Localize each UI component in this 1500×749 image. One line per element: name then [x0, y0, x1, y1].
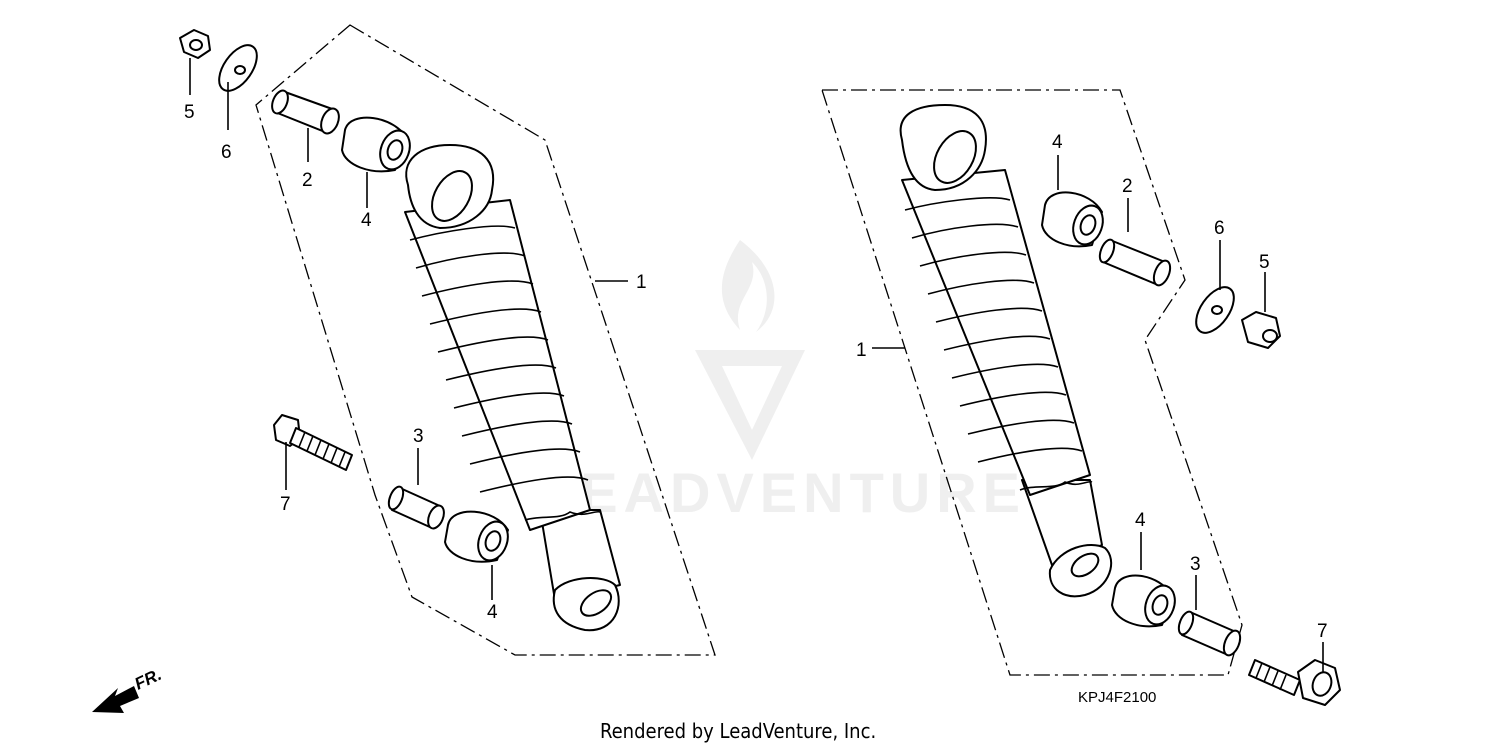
left-nut: [179, 29, 211, 59]
left-assembly: 1 2 3 4 4 5 6 7: [179, 24, 716, 656]
left-callout-6: 6: [221, 142, 232, 163]
left-bushing-lower: [444, 510, 509, 563]
right-leader-lines: [872, 155, 1324, 672]
left-callouts: 1 2 3 4 4 5 6 7: [184, 102, 647, 623]
right-callout-4-upper: 4: [1052, 132, 1063, 153]
right-washer: [1195, 286, 1235, 334]
left-callout-2: 2: [302, 170, 313, 191]
left-collar-lower: [387, 485, 445, 530]
watermark-text: LEADVENTURE: [540, 461, 1026, 524]
right-callouts: 1 2 3 4 4 5 6 7: [856, 132, 1328, 642]
right-nut: [1241, 311, 1281, 349]
watermark-logo-icon: [695, 240, 805, 460]
footer-credit: Rendered by LeadVenture, Inc.: [600, 719, 876, 743]
right-callout-1: 1: [856, 340, 867, 361]
right-callout-2: 2: [1122, 176, 1133, 197]
left-callout-7: 7: [280, 494, 291, 515]
left-bushing-upper: [341, 116, 411, 173]
right-callout-7: 7: [1317, 621, 1328, 642]
left-callout-3: 3: [413, 426, 424, 447]
left-shock-absorber: [404, 144, 621, 632]
diagram-code: KPJ4F2100: [1078, 689, 1156, 706]
front-arrow-icon: [92, 686, 139, 713]
right-callout-5: 5: [1259, 252, 1270, 273]
right-callout-4-lower: 4: [1135, 510, 1146, 531]
left-collar-upper: [271, 89, 340, 135]
right-assembly-boundary: [821, 89, 1243, 676]
left-callout-5: 5: [184, 102, 195, 123]
left-leader-lines: [189, 58, 628, 600]
left-washer: [218, 44, 258, 92]
right-shock-absorber: [899, 104, 1113, 598]
right-bushing-upper: [1041, 191, 1104, 248]
watermark: LEADVENTURE: [540, 240, 1026, 524]
left-assembly-boundary: [255, 24, 716, 656]
right-assembly: 1 2 3 4 4 5 6 7: [821, 89, 1341, 706]
right-bushing-lower: [1111, 574, 1176, 628]
left-callout-4-lower: 4: [487, 602, 498, 623]
left-spring-coils: [409, 225, 589, 493]
right-callout-3: 3: [1190, 554, 1201, 575]
front-direction-label: FR.: [132, 665, 165, 694]
left-bolt: [273, 414, 353, 471]
right-callout-6: 6: [1214, 218, 1225, 239]
right-collar-upper: [1098, 238, 1172, 287]
left-callout-4-upper: 4: [361, 210, 372, 231]
right-spring-coils: [904, 197, 1083, 463]
front-direction-indicator: FR.: [92, 665, 165, 713]
right-collar-lower: [1177, 610, 1242, 657]
right-bolt: [1248, 659, 1341, 706]
left-callout-1: 1: [636, 272, 647, 293]
